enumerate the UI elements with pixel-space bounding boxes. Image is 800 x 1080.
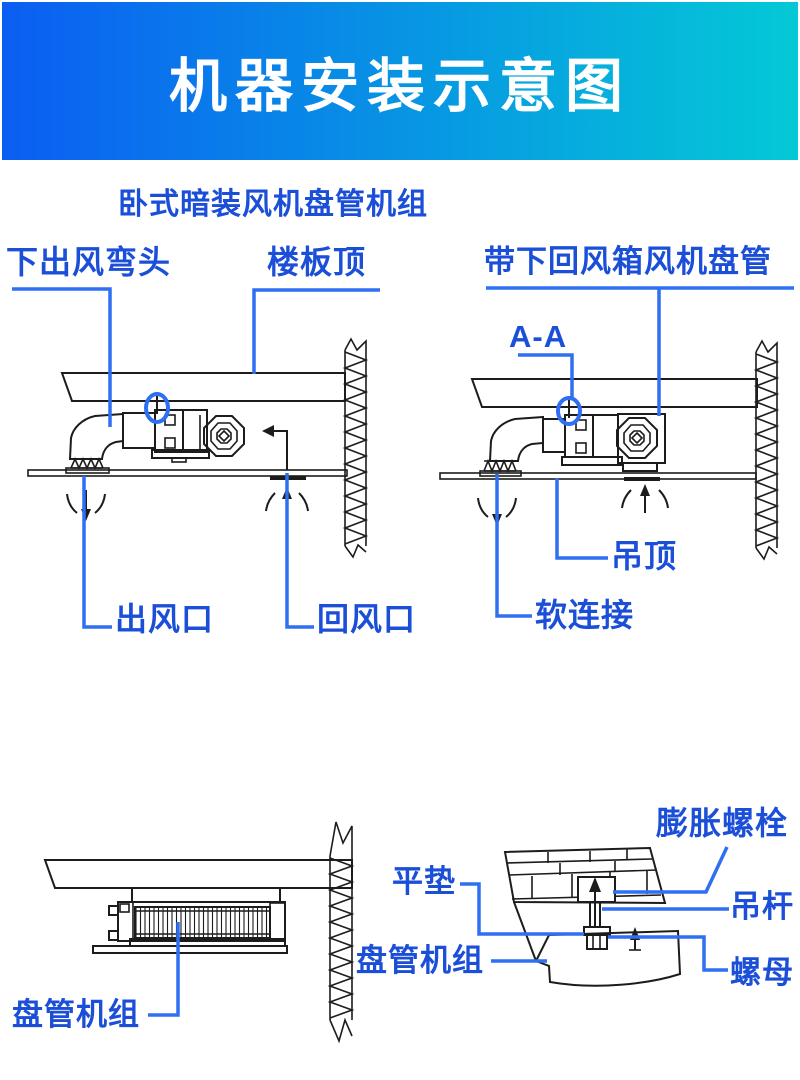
expansion-bolt-anchor [577,876,616,927]
label-flexible-connection: 软连接 [535,597,635,633]
unit-body [542,414,623,466]
label-section-mark: A-A [509,319,568,354]
diagram-hanger-detail [503,846,682,987]
ceiling-strip [439,472,757,480]
leader-expansion-bolt [613,846,729,894]
label-fcu-with-return-box: 带下回风箱风机盘管 [484,244,772,279]
recirculation-arrow [262,425,288,470]
diagram-coil-unit-side [43,821,355,1044]
fan-motor-octagon [203,415,245,457]
unit-top [534,929,682,987]
label-coil-unit-right: 盘管机组 [356,943,484,978]
outlet-elbow [68,412,124,460]
diagram-fcu-down-outlet [27,337,369,559]
label-nut: 螺母 [730,955,794,990]
label-suspended-ceiling: 吊顶 [611,538,678,574]
leader-suspended-ceiling [555,478,608,560]
coil-unit [92,901,288,954]
slab-section [503,846,667,962]
airflow-outlet-arrows [66,490,106,521]
leader-floor-slab-top [252,288,380,374]
airflow-return-arrows [621,484,669,513]
leader-section-mark [518,353,574,397]
leader-lines [12,286,794,1017]
label-hanger-rod: 吊杆 [730,889,794,924]
leader-down-outlet-elbow [12,287,112,427]
diagram-fcu-return-box [439,339,780,561]
label-flat-washer: 平垫 [392,864,456,899]
wall-break [753,339,780,561]
hanger-rod [589,902,601,927]
banner: 机器安装示意图 [2,2,798,160]
outlet-elbow [488,415,544,462]
label-expansion-bolt: 膨胀螺栓 [656,805,789,841]
ceiling-strip [27,469,348,477]
floor-slab [60,372,346,402]
floor-slab [43,859,353,889]
return-opening-bar [624,477,660,481]
label-down-outlet-elbow: 下出风弯头 [6,244,172,280]
subtitle-horizontal-concealed-fcu: 卧式暗装风机盘管机组 [118,188,428,221]
leader-flat-washer [460,882,584,936]
leader-nut [608,935,728,972]
label-coil-unit-left: 盘管机组 [12,997,140,1032]
leader-air-outlet [82,476,112,629]
hanger-rods [131,888,281,903]
leader-flexible-connection [495,474,532,618]
wall-break [342,337,369,559]
floor-slab [470,378,758,408]
leader-return-air-inlet [285,473,314,629]
wall-break [327,821,355,1044]
hanger-circle-mark-right [556,396,582,426]
flexible-connector-grille [479,458,522,477]
flexible-connector-grille [65,457,110,474]
label-return-air-inlet: 回风口 [317,601,417,637]
fan-motor-box [616,413,666,472]
label-air-outlet: 出风口 [115,601,215,637]
nut [586,934,608,950]
label-floor-slab-top: 楼板顶 [267,244,367,280]
hanger-circle-mark-left [144,392,170,424]
page-title: 机器安装示意图 [168,54,631,119]
leader-coil-unit-left [148,922,180,1017]
